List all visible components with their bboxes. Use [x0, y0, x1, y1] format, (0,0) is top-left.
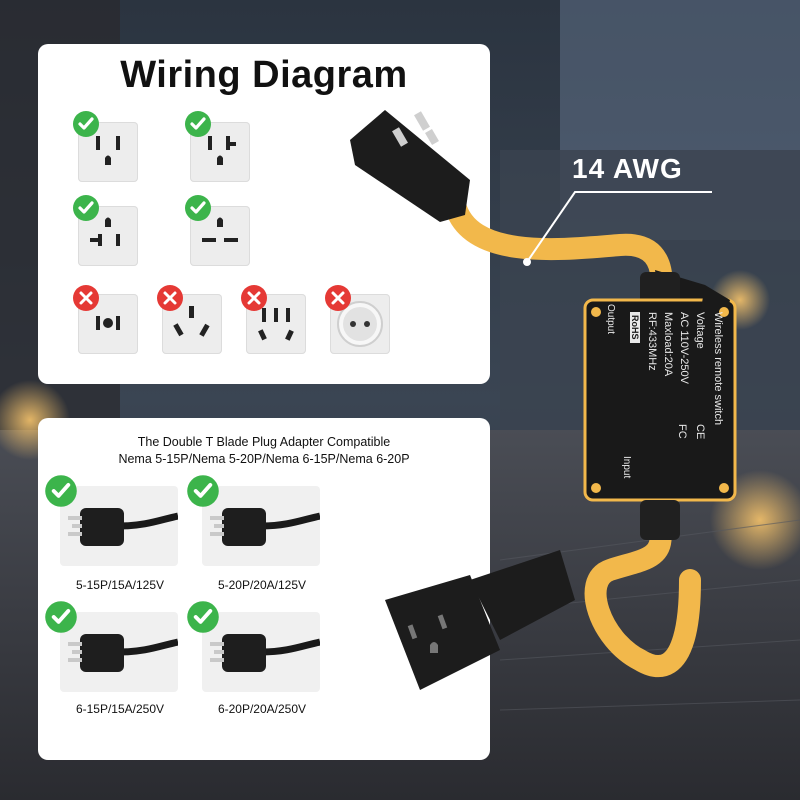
compat-line-1: The Double T Blade Plug Adapter Compatib… — [137, 435, 391, 449]
cross-icon — [72, 284, 100, 312]
check-icon — [72, 110, 100, 138]
callout-line — [526, 191, 712, 263]
plug-card-6-20p — [202, 612, 321, 692]
switch-voltage: Voltage — [694, 312, 706, 349]
check-icon — [44, 474, 77, 507]
compatibility-panel: The Double T Blade Plug Adapter Compatib… — [38, 418, 490, 760]
switch-maxload: Maxload:20A — [662, 312, 674, 377]
switch-output-label: Output — [605, 304, 616, 335]
cross-icon — [324, 284, 352, 312]
plug-card-6-15p — [60, 612, 179, 692]
check-icon — [184, 110, 212, 138]
switch-rf: RF:433MHz — [646, 312, 658, 371]
cross-icon — [240, 284, 268, 312]
wire-gauge-label: 14 AWG — [572, 153, 683, 184]
switch-ac: AC 110V-250V — [678, 312, 690, 384]
check-icon — [72, 194, 100, 222]
nema-receptacle — [385, 550, 575, 690]
plug-label-6-15p: 6-15P/15A/250V — [75, 702, 165, 716]
check-icon — [44, 600, 77, 633]
plug-label-5-20p: 5-20P/20A/125V — [217, 578, 307, 592]
switch-input-label: Input — [621, 456, 632, 479]
cable-output — [584, 519, 701, 677]
wireless-switch-box — [583, 270, 737, 540]
plug-label-5-15p: 5-15P/15A/125V — [75, 578, 165, 592]
cross-icon — [156, 284, 184, 312]
check-icon — [186, 474, 219, 507]
right-angle-plug — [350, 110, 470, 222]
plug-card-5-20p — [202, 486, 321, 566]
switch-rohs: RoHS — [630, 312, 640, 343]
cable-input — [444, 194, 673, 311]
plug-card-5-15p — [60, 486, 179, 566]
switch-name: Wireless remote switch — [712, 312, 724, 426]
check-icon — [186, 600, 219, 633]
switch-label-area: Wireless remote switch Voltage AC 110V-2… — [592, 304, 728, 494]
wiring-diagram-panel: Wiring Diagram — [38, 44, 490, 384]
plug-label-6-20p: 6-20P/20A/250V — [217, 702, 307, 716]
check-icon — [184, 194, 212, 222]
compat-line-2: Nema 5-15P/Nema 5-20P/Nema 6-15P/Nema 6-… — [118, 452, 410, 466]
switch-fc: FC — [676, 424, 688, 439]
panel-title: Wiring Diagram — [120, 54, 408, 96]
switch-ce: CE — [694, 424, 706, 440]
